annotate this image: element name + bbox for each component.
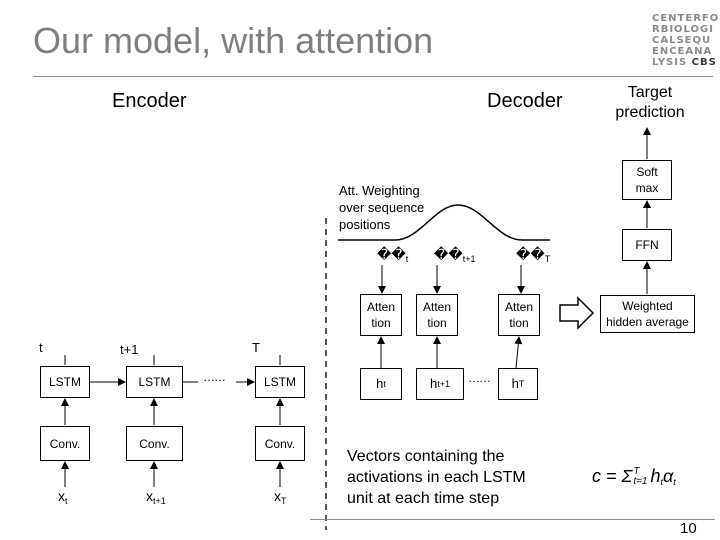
formula-upper: T <box>633 466 640 478</box>
logo-line-4: ENCEANA <box>652 46 713 57</box>
attention-weighting-label: Att. Weighting over sequence positions <box>339 182 424 233</box>
attention-t1-line-1: Atten <box>422 300 452 314</box>
formula-lower: t=1 <box>633 476 648 488</box>
to-weighted-average-arrow <box>559 296 595 330</box>
input-x-t-base: x <box>58 488 65 504</box>
conv-layer-t: Conv. <box>40 426 90 461</box>
att-line-2: over sequence <box>339 200 425 215</box>
alpha-T-sub: T <box>544 254 551 264</box>
ffn-box: FFN <box>622 229 672 261</box>
att-line-3: positions <box>339 217 391 232</box>
target-line-2: prediction <box>615 104 685 121</box>
attention-cell-t: Atten tion <box>360 294 402 336</box>
page-number: 10 <box>680 520 697 537</box>
hidden-t-base: h <box>376 376 384 391</box>
target-line-1: Target <box>627 84 673 101</box>
hidden-t-sub: t <box>383 379 386 389</box>
conv-layer-t-plus-1: Conv. <box>126 426 183 461</box>
target-prediction-label: Target prediction <box>604 83 696 123</box>
weighted-line-1: Weighted <box>622 299 673 313</box>
logo-line-1: CENTERFO <box>652 13 720 24</box>
decoder-heading: Decoder <box>487 90 563 112</box>
softmax-line-1: Soft <box>636 165 658 179</box>
institution-logo: CENTERFO RBIOLOGI CALSEQU ENCEANA LYSIS … <box>652 13 720 68</box>
time-label-T: T <box>252 340 260 355</box>
formula-weight: α <box>663 466 674 486</box>
hidden-ellipsis: …… <box>468 371 491 385</box>
logo-cbs: CBS <box>691 57 717 68</box>
time-label-t-plus-1: t+1 <box>120 342 139 357</box>
caption-line-1: Vectors containing the <box>347 448 505 465</box>
weighted-line-2: hidden average <box>606 315 689 329</box>
lstm-cell-t: LSTM <box>40 366 90 398</box>
hidden-t1-sub: t+1 <box>437 379 450 389</box>
attention-cell-T: Atten tion <box>498 294 540 336</box>
time-label-t: t <box>39 340 43 355</box>
formula-term: h <box>650 466 661 486</box>
formula-weight-sub: t <box>673 477 676 487</box>
alpha-t-plus-1-glyph: �� <box>434 246 463 262</box>
attention-t1-line-2: tion <box>427 316 447 330</box>
attention-t-line-2: tion <box>371 316 391 330</box>
alpha-t-plus-1: ��t+1 <box>434 246 475 264</box>
attention-T-line-2: tion <box>509 316 529 330</box>
input-x-T: xT <box>274 488 287 506</box>
hidden-T-sub: T <box>518 379 525 389</box>
alpha-T: ��T <box>516 246 550 264</box>
logo-line-5: LYSIS CBS <box>652 57 716 68</box>
input-x-T-base: x <box>274 488 281 504</box>
attention-t-line-1: Atten <box>366 300 396 314</box>
footer-divider <box>310 519 715 520</box>
caption-line-3: unit at each time step <box>347 490 500 507</box>
hidden-T-base: h <box>511 376 519 391</box>
lstm-cell-t-plus-1: LSTM <box>126 366 183 398</box>
input-x-t-plus-1-base: x <box>146 488 153 504</box>
logo-line-5-text: LYSIS <box>652 57 688 68</box>
hidden-t1-base: h <box>430 376 438 391</box>
logo-line-2: RBIOLOGI <box>652 24 714 35</box>
formula-term-sub: t <box>660 477 664 487</box>
formula-lhs: c = Σ <box>592 466 633 486</box>
att-line-1: Att. Weighting <box>339 183 420 198</box>
input-x-T-sub: T <box>281 496 287 506</box>
weighted-average-box: Weighted hidden average <box>600 295 695 333</box>
input-x-t: xt <box>58 488 68 506</box>
caption-line-2: activations in each LSTM <box>347 469 526 486</box>
title-divider <box>33 76 713 77</box>
encoder-ellipsis: …… <box>203 370 226 384</box>
alpha-t: ��t <box>377 246 408 264</box>
attention-cell-t-plus-1: Atten tion <box>416 294 458 336</box>
softmax-line-2: max <box>635 181 659 195</box>
alpha-t-plus-1-sub: t+1 <box>462 254 476 264</box>
conv-layer-T: Conv. <box>255 426 305 461</box>
softmax-box: Soft max <box>622 160 672 200</box>
alpha-T-glyph: �� <box>516 246 545 262</box>
encoder-heading: Encoder <box>112 90 187 112</box>
slide-title: Our model, with attention <box>33 20 434 61</box>
attention-bell-curve <box>338 204 550 241</box>
alpha-t-sub: t <box>405 254 409 264</box>
input-x-t-plus-1: xt+1 <box>146 488 166 506</box>
logo-line-3: CALSEQU <box>652 35 712 46</box>
lstm-cell-T: LSTM <box>255 366 305 398</box>
attention-T-line-1: Atten <box>504 300 534 314</box>
input-x-t-plus-1-sub: t+1 <box>153 496 166 506</box>
alpha-t-glyph: �� <box>377 246 406 262</box>
input-x-t-sub: t <box>65 496 68 506</box>
activations-caption: Vectors containing the activations in ea… <box>347 446 526 509</box>
